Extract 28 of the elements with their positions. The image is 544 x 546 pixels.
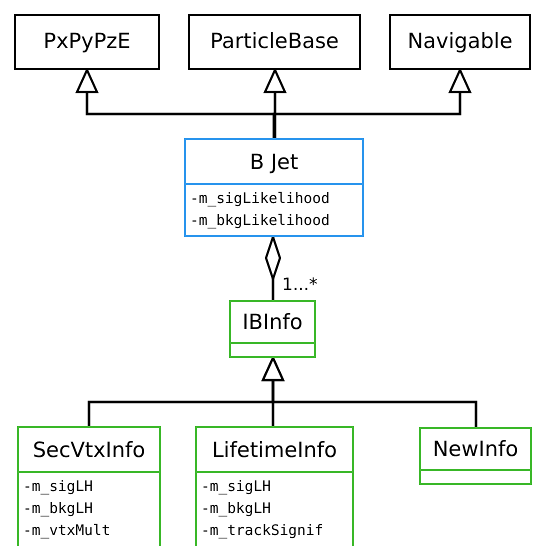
- class-name: SecVtxInfo: [32, 438, 146, 462]
- attribute-text: -m_bkgLH: [201, 500, 271, 519]
- attribute-text: -m_sigLH: [201, 478, 271, 497]
- class-name: B Jet: [250, 150, 298, 174]
- class-name: ParticleBase: [210, 28, 339, 52]
- class-box: [419, 427, 532, 485]
- inheritance-arrow: [272, 68, 472, 138]
- attribute-text: -m_vtxMult: [23, 522, 110, 541]
- aggregation-line: [264, 236, 282, 300]
- attribute-text: -m_bkgLikelihood: [190, 212, 330, 231]
- attribute-text: -m_trackSignif: [201, 522, 324, 541]
- class-box: [184, 138, 364, 237]
- class-box: [188, 14, 361, 70]
- class-name: LifetimeInfo: [212, 438, 338, 462]
- class-box: [17, 426, 161, 546]
- class-name: PxPyPzE: [43, 28, 131, 52]
- class-name: NewInfo: [432, 437, 518, 461]
- class-name: Navigable: [407, 28, 513, 52]
- class-box: [14, 14, 160, 70]
- attribute-text: -m_bkgLH: [23, 500, 93, 519]
- inheritance-arrow: [262, 356, 478, 427]
- attribute-text: -m_sigLH: [23, 478, 93, 497]
- class-box: [229, 300, 316, 358]
- inheritance-arrow: [264, 68, 286, 138]
- class-name: IBInfo: [242, 310, 303, 334]
- class-box: [389, 14, 531, 70]
- class-box: [195, 426, 354, 546]
- attribute-text: -m_sigLikelihood: [190, 190, 330, 209]
